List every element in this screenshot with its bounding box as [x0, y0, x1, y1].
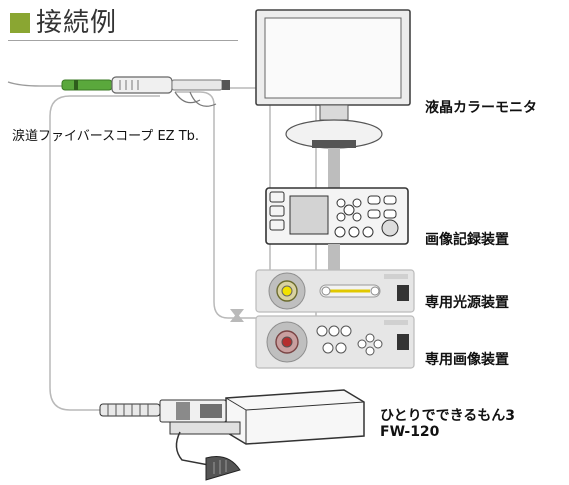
title-divider — [8, 40, 238, 41]
label-fiberscope: 涙道ファイバースコープ EZ Tb. — [12, 129, 200, 144]
fw120-pump — [99, 389, 365, 481]
arrow-to-image-unit-icon — [230, 313, 244, 322]
title-text: 接続例 — [36, 8, 118, 38]
title-marker-icon — [10, 13, 30, 33]
image-recorder — [265, 187, 409, 270]
label-pump-model: FW-120 — [380, 424, 440, 440]
label-lcd-monitor: 液晶カラーモニタ — [425, 100, 537, 116]
label-image-recorder: 画像記録装置 — [425, 232, 509, 248]
connector-arrow-icons — [230, 309, 244, 322]
label-image-unit: 専用画像装置 — [425, 352, 509, 368]
lcd-monitor — [255, 9, 411, 188]
image-processing-unit — [255, 315, 415, 369]
page-title: 接続例 — [10, 2, 117, 39]
label-pump-name: ひとりでできるもん3 — [380, 408, 516, 424]
scope-cable-loop — [49, 95, 160, 411]
label-light-source: 専用光源装置 — [425, 295, 509, 311]
light-source-unit — [255, 269, 415, 313]
fiberscope — [7, 76, 230, 107]
